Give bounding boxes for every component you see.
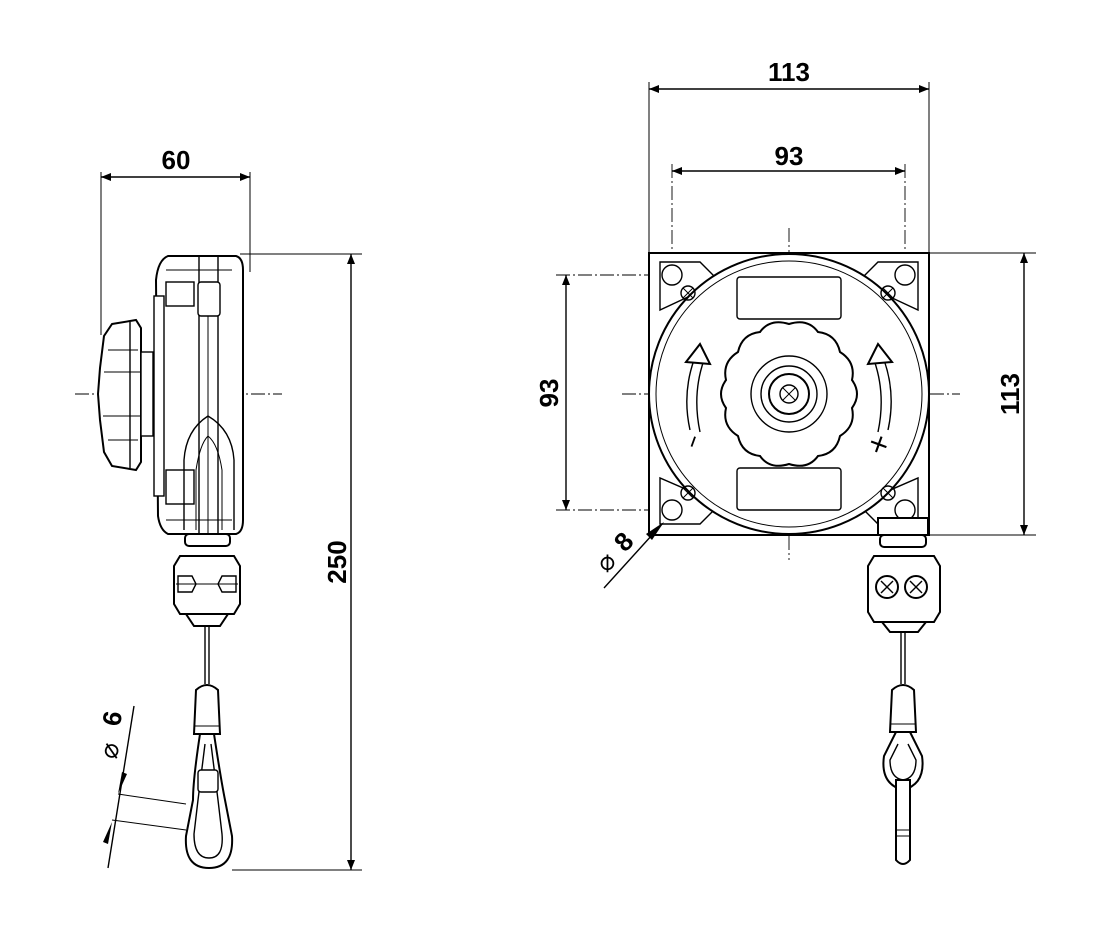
screw-top-right bbox=[880, 285, 896, 301]
guide-screw-right bbox=[904, 575, 928, 599]
screw-top-left bbox=[680, 285, 696, 301]
ferrule-side bbox=[192, 684, 222, 735]
side-view: 60 250 bbox=[75, 145, 362, 871]
increase-arrow bbox=[883, 359, 892, 431]
screw-bottom-left bbox=[680, 485, 696, 501]
guide-screw-left bbox=[875, 575, 899, 599]
cable-guide-side bbox=[173, 555, 241, 615]
ferrule-front bbox=[888, 684, 918, 733]
adjust-knob bbox=[96, 318, 142, 472]
inner-height-dimension-label: 93 bbox=[534, 379, 564, 408]
cable-dia-value: 6 bbox=[96, 709, 128, 728]
label-panel-top bbox=[736, 276, 842, 320]
width-dimension-label: 60 bbox=[162, 145, 191, 175]
front-view: 113 93 93 113 bbox=[534, 57, 1036, 865]
center-screw bbox=[779, 384, 799, 404]
outer-width-dimension-label: 113 bbox=[768, 57, 810, 87]
label-panel-bottom bbox=[736, 467, 842, 511]
hole-dia-value: 8 bbox=[608, 526, 639, 557]
cable-guide-front bbox=[867, 555, 941, 623]
height-dimension-label: 250 bbox=[322, 540, 352, 583]
hook-side bbox=[184, 733, 234, 870]
decrease-arrow bbox=[686, 359, 695, 431]
outer-height-dimension-label: 113 bbox=[995, 373, 1025, 415]
mount-hole-top-left bbox=[661, 264, 683, 286]
cable-dia-symbol: ⌀ bbox=[94, 740, 126, 761]
mount-hole-top-right bbox=[894, 264, 916, 286]
mount-hole-bottom-left bbox=[661, 499, 683, 521]
screw-bottom-right bbox=[880, 485, 896, 501]
inner-width-dimension-label: 93 bbox=[775, 141, 804, 171]
